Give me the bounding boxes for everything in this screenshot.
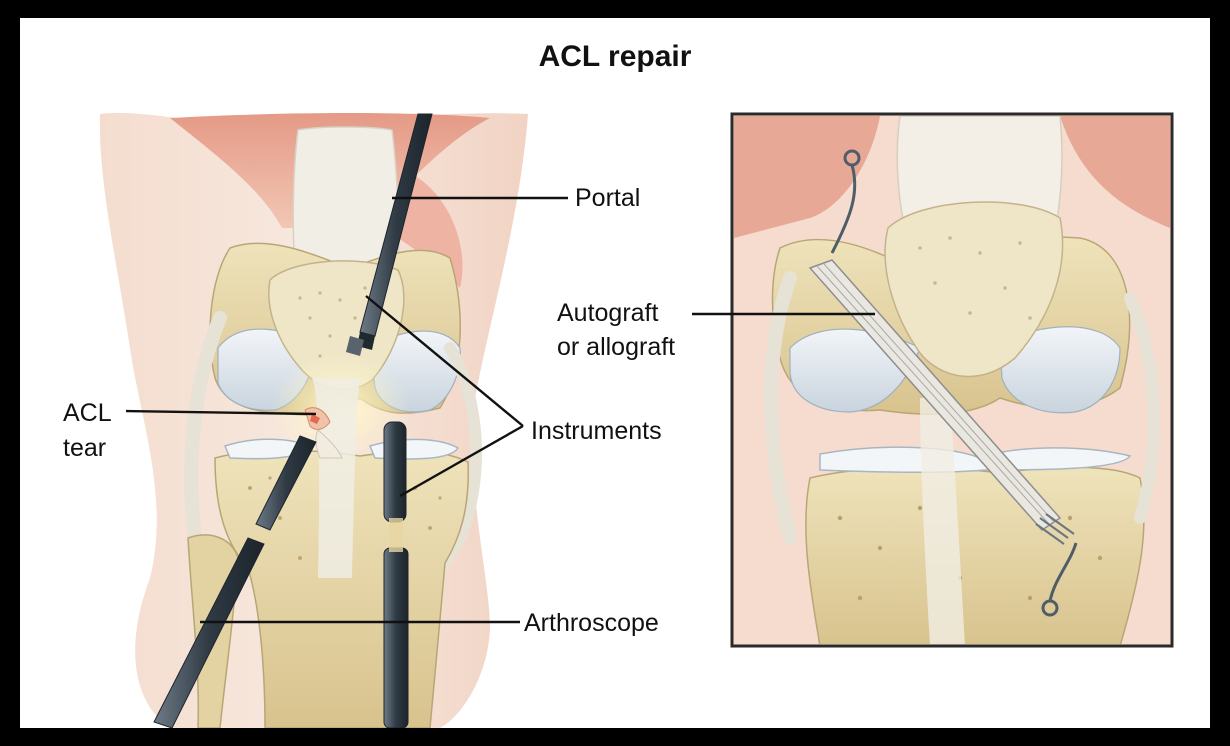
label-or-allograft: or allograft (557, 331, 675, 364)
label-instruments: Instruments (531, 415, 662, 448)
label-portal: Portal (575, 182, 640, 215)
diagram-title: ACL repair (20, 40, 1210, 74)
inset-tibia (806, 467, 1144, 646)
label-tear: tear (63, 432, 106, 465)
knee-left-view (100, 113, 528, 728)
meniscus-lateral (370, 439, 458, 459)
label-autograft: Autograft (557, 297, 658, 330)
inset-graft-view (732, 114, 1172, 646)
illustration-frame: ACL repair Portal Autograft or allograft… (20, 18, 1210, 728)
label-arthroscope: Arthroscope (524, 607, 659, 640)
label-acl: ACL (63, 397, 112, 430)
instrument-right (384, 422, 408, 728)
